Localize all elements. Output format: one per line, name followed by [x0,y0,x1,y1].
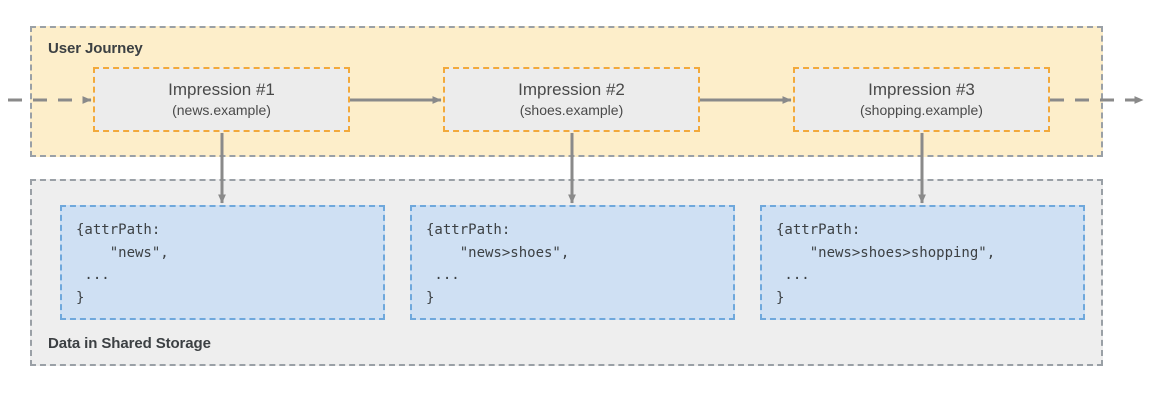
impression-3-title: Impression #3 [868,80,975,100]
storage-block-2-code: {attrPath: "news>shoes", ... } [426,222,570,307]
impression-2-title: Impression #2 [518,80,625,100]
impression-2-subtitle: (shoes.example) [519,102,624,119]
storage-block-1-code: {attrPath: "news", ... } [76,222,169,307]
impression-box-2: Impression #2 (shoes.example) [443,67,700,132]
storage-block-1: {attrPath: "news", ... } [60,205,385,320]
impression-1-title: Impression #1 [168,80,275,100]
user-journey-title: User Journey [48,40,143,57]
impression-box-1: Impression #1 (news.example) [93,67,350,132]
storage-block-3-code: {attrPath: "news>shoes>shopping", ... } [776,222,996,307]
shared-storage-title: Data in Shared Storage [48,335,211,352]
impression-1-subtitle: (news.example) [172,102,271,119]
impression-3-subtitle: (shopping.example) [860,102,983,119]
storage-block-3: {attrPath: "news>shoes>shopping", ... } [760,205,1085,320]
impression-box-3: Impression #3 (shopping.example) [793,67,1050,132]
storage-block-2: {attrPath: "news>shoes", ... } [410,205,735,320]
